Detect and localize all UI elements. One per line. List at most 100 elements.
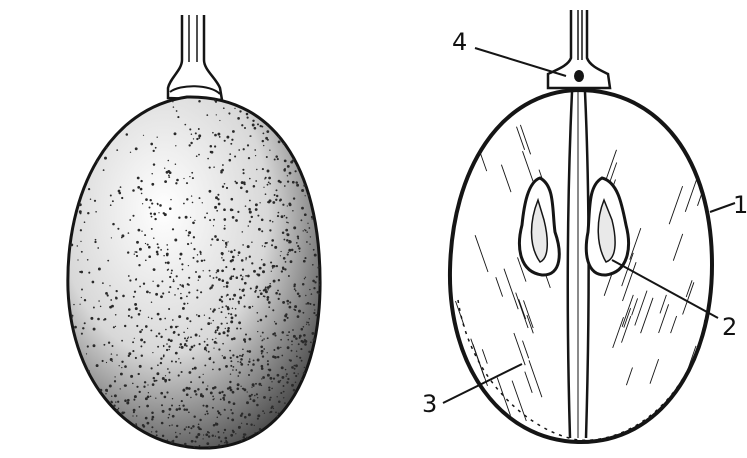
- stipple-dot: [206, 212, 208, 214]
- stipple-dot: [112, 361, 113, 362]
- stipple-dot: [128, 308, 131, 311]
- stipple-dot: [180, 343, 182, 345]
- stipple-dot: [272, 432, 274, 434]
- stipple-dot: [221, 296, 223, 298]
- stipple-dot: [247, 441, 250, 444]
- stipple-dot: [138, 229, 141, 232]
- stipple-dot: [267, 170, 270, 173]
- stipple-dot: [291, 249, 294, 252]
- stipple-dot: [114, 394, 117, 397]
- stipple-dot: [287, 222, 288, 223]
- stipple-dot: [187, 338, 189, 340]
- stipple-dot: [96, 364, 99, 367]
- stipple-dot: [138, 313, 141, 316]
- stipple-dot: [118, 408, 119, 409]
- stipple-dot: [225, 243, 227, 245]
- stipple-dot: [311, 393, 313, 395]
- stipple-dot: [308, 324, 309, 325]
- stipple-dot: [312, 147, 314, 149]
- stipple-dot: [217, 194, 219, 196]
- stipple-dot: [76, 435, 78, 437]
- stipple-dot: [157, 247, 159, 249]
- stipple-dot: [160, 362, 162, 364]
- stipple-dot: [314, 360, 316, 362]
- stipple-dot: [150, 453, 151, 454]
- stipple-dot: [234, 181, 236, 183]
- stipple-dot: [198, 279, 199, 280]
- stipple-dot: [280, 339, 282, 341]
- stipple-dot: [324, 430, 326, 432]
- stipple-dot: [303, 387, 306, 390]
- callout-2-label: 2: [722, 313, 737, 341]
- stipple-dot: [132, 435, 134, 437]
- stipple-dot: [229, 386, 231, 388]
- stipple-dot: [203, 270, 204, 271]
- stipple-dot: [288, 275, 290, 277]
- stipple-dot: [318, 293, 320, 295]
- stipple-dot: [242, 388, 244, 390]
- stipple-dot: [289, 172, 292, 175]
- stipple-dot: [88, 272, 90, 274]
- stipple-dot: [283, 105, 285, 107]
- stipple-dot: [247, 144, 249, 146]
- stipple-dot: [269, 150, 270, 151]
- stipple-dot: [327, 206, 329, 208]
- stipple-dot: [112, 223, 115, 226]
- stipple-dot: [250, 398, 252, 400]
- stipple-dot: [269, 412, 271, 414]
- stipple-dot: [324, 375, 325, 376]
- stipple-dot: [175, 326, 177, 328]
- stipple-dot: [318, 397, 320, 399]
- stipple-dot: [287, 346, 290, 349]
- stipple-dot: [201, 328, 203, 330]
- stipple-dot: [241, 259, 244, 262]
- stipple-dot: [272, 431, 274, 433]
- stipple-dot: [300, 146, 302, 148]
- callout-1-label: 1: [733, 191, 747, 219]
- stipple-dot: [81, 297, 82, 298]
- stipple-dot: [257, 321, 258, 322]
- stipple-dot: [184, 443, 187, 446]
- stipple-dot: [160, 357, 162, 359]
- stipple-dot: [277, 374, 280, 377]
- stipple-dot: [178, 315, 181, 318]
- stipple-dot: [223, 331, 226, 334]
- stipple-dot: [256, 169, 257, 170]
- stipple-dot: [315, 438, 316, 439]
- stipple-dot: [266, 156, 268, 158]
- stipple-dot: [197, 388, 199, 390]
- stipple-dot: [286, 375, 287, 376]
- stipple-dot: [185, 387, 188, 390]
- stipple-dot: [177, 288, 179, 290]
- stipple-dot: [303, 115, 306, 118]
- stipple-dot: [179, 258, 181, 260]
- stipple-dot: [240, 363, 243, 366]
- stipple-dot: [285, 369, 286, 370]
- stipple-dot: [237, 117, 240, 120]
- stipple-dot: [314, 254, 317, 257]
- stipple-dot: [240, 274, 242, 276]
- stipple-dot: [128, 232, 130, 234]
- stipple-dot: [171, 272, 173, 274]
- stipple-dot: [282, 301, 285, 304]
- stipple-dot: [220, 414, 222, 416]
- stipple-dot: [267, 299, 269, 301]
- stipple-dot: [115, 326, 116, 327]
- stipple-dot: [195, 451, 197, 453]
- stipple-dot: [232, 216, 235, 219]
- stipple-dot: [70, 448, 72, 450]
- stipple-dot: [309, 373, 312, 376]
- stipple-dot: [248, 361, 250, 363]
- stipple-dot: [315, 192, 318, 195]
- stipple-dot: [164, 168, 165, 169]
- stipple-dot: [316, 441, 317, 442]
- stipple-dot: [84, 322, 86, 324]
- stipple-dot: [301, 157, 304, 160]
- stipple-dot: [262, 270, 265, 273]
- stipple-dot: [199, 197, 201, 199]
- stipple-dot: [230, 409, 232, 411]
- stipple-dot: [136, 241, 139, 244]
- stipple-dot: [213, 219, 215, 221]
- stipple-dot: [235, 369, 237, 371]
- stipple-dot: [246, 423, 248, 425]
